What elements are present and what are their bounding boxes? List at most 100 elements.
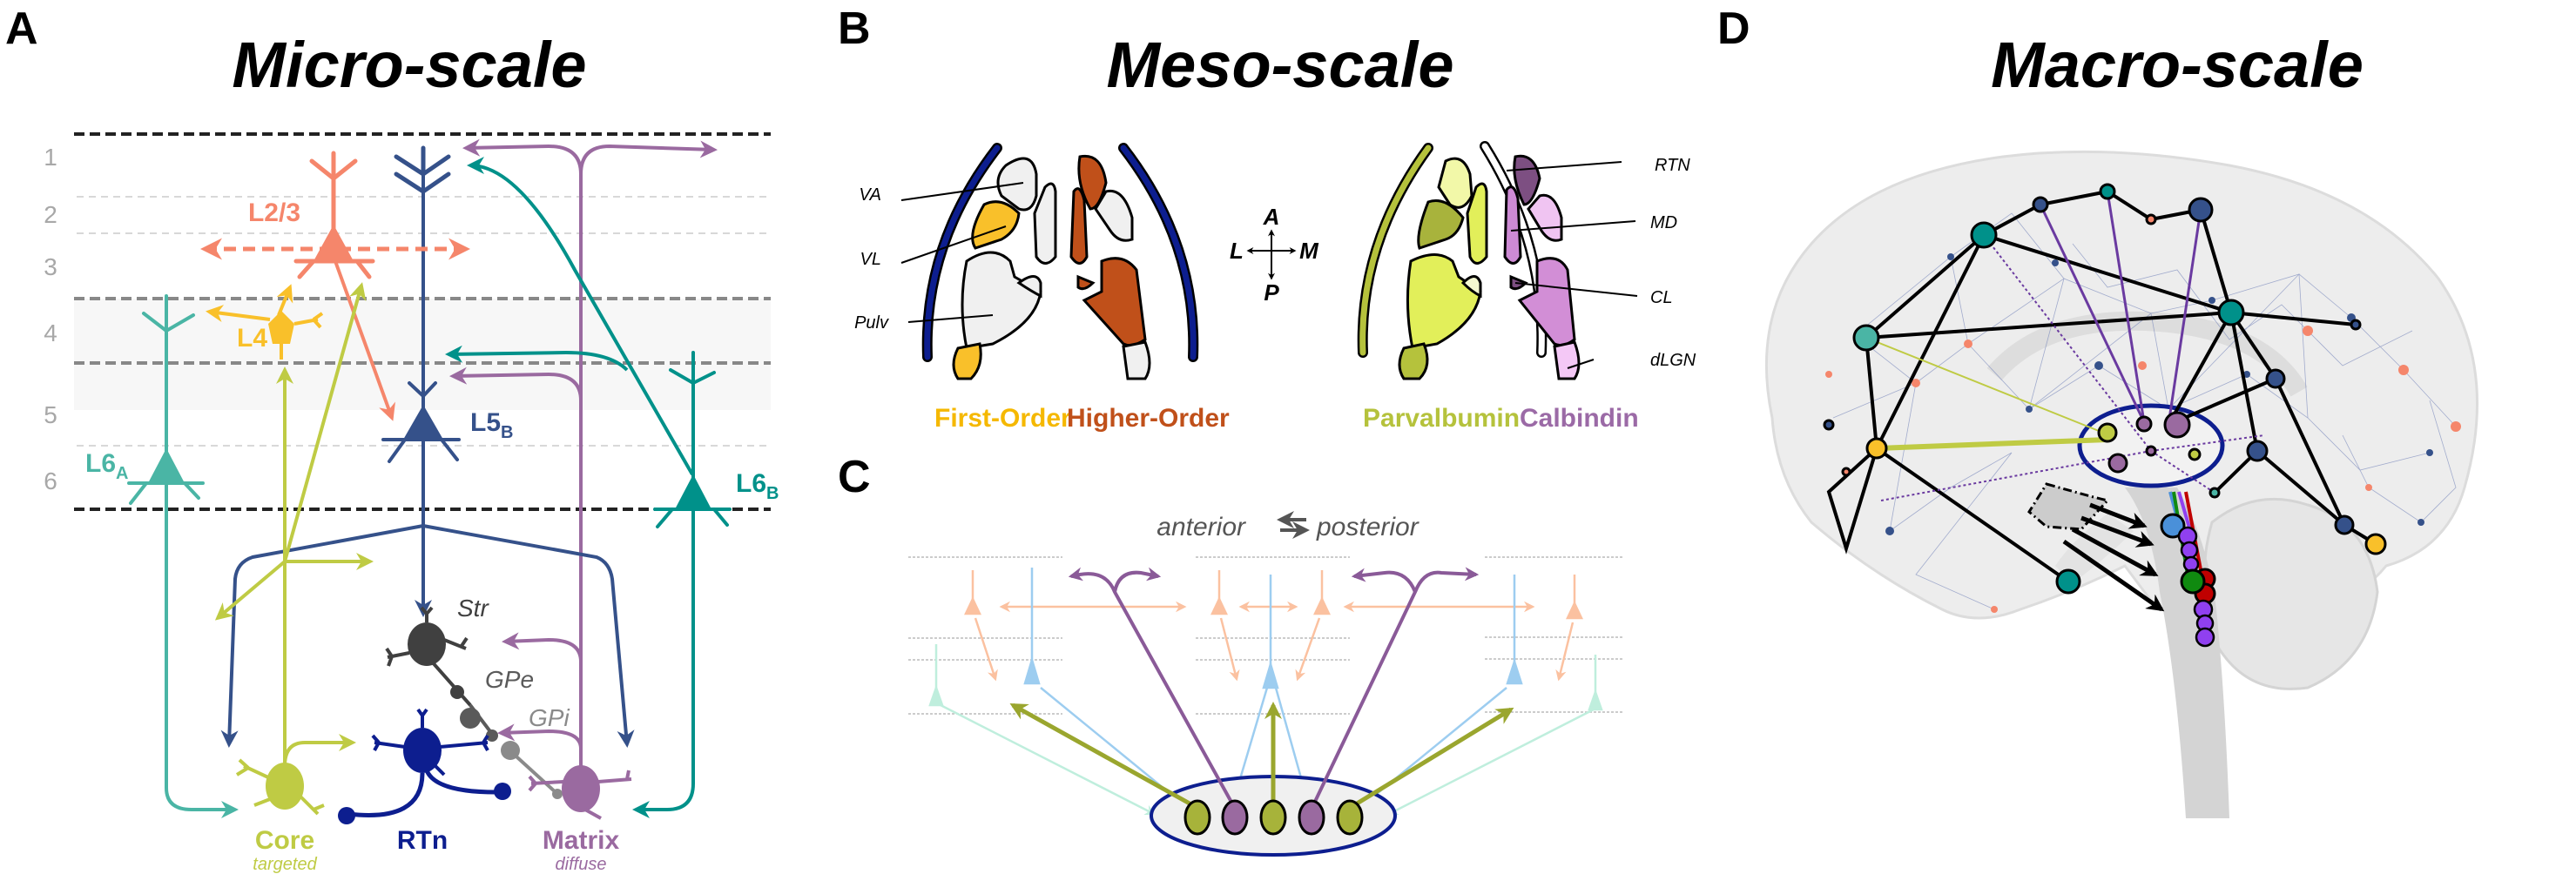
axis-posterior-label: posterior (1316, 513, 1419, 541)
l4-cell (206, 284, 324, 360)
nucleus-label-cl: CL (1650, 288, 1673, 307)
panel-b-letter: B (838, 3, 871, 54)
l4-label: L4 (237, 324, 267, 353)
hub-node (2032, 196, 2049, 213)
rtn-cell (338, 708, 511, 824)
gpe-label: GPe (485, 666, 534, 693)
l23-cell (200, 151, 470, 421)
matrix-sublabel: diffuse (556, 855, 607, 874)
hub-node (2208, 487, 2221, 499)
panel-d: D Macro-scale (1717, 3, 2479, 818)
core-sublabel: targeted (253, 855, 317, 874)
l5b-label: L5B (470, 408, 513, 442)
rtn-label: RTn (397, 826, 448, 855)
panel-c-letter: C (838, 452, 871, 502)
hub-node (2145, 213, 2157, 225)
l23-label: L2/3 (248, 198, 300, 227)
hub-node (2350, 319, 2362, 331)
hub-nodes (1823, 183, 2387, 595)
hub-node (1823, 419, 1835, 431)
panel-a-letter: A (5, 3, 38, 54)
cortical-columns (928, 568, 1603, 816)
panel-a: A Micro-scale 1 2 3 4 5 6 (5, 3, 779, 874)
core-axon (214, 282, 374, 775)
nucleus-label-vl: VL (860, 250, 881, 269)
gpi-label: GPi (529, 704, 570, 731)
matrix-label: Matrix (543, 826, 620, 855)
basal-ganglia: Str GPe GPi (385, 595, 570, 799)
panel-d-title: Macro-scale (1991, 29, 2364, 101)
thalamic-nodes (2097, 411, 2202, 474)
compass-medial: M (1299, 238, 1319, 264)
panel-b-legend: First-Order Higher-Order Parvalbumin Cal… (934, 404, 1639, 433)
l6b-cell (653, 351, 732, 528)
nucleus-label-dlgn: dLGN (1650, 351, 1696, 370)
background-nodes (1825, 253, 2461, 613)
thalamus-calcium-diagram (1357, 141, 1581, 380)
core-cell-c (1336, 799, 1364, 836)
hub-node (1852, 324, 1880, 352)
hub-node (2334, 514, 2355, 535)
panel-d-letter: D (1717, 3, 1750, 54)
l6b-label: L6B (736, 469, 779, 503)
panel-a-title: Micro-scale (232, 29, 586, 101)
legend-calbindin: Calbindin (1520, 404, 1639, 433)
matrix-cell-c (1221, 799, 1249, 836)
layer-label: 1 (44, 144, 57, 171)
swap-arrows-icon (1277, 511, 1310, 539)
blue-nucleus (2160, 513, 2186, 539)
panel-b: B Meso-scale VA VL Pulv (838, 3, 1696, 433)
legend-parvalbumin: Parvalbumin (1363, 404, 1520, 433)
orientation-compass: A P L M (1230, 204, 1319, 306)
layer-label: 3 (44, 253, 57, 280)
core-projections (1009, 702, 1514, 810)
layer-label: 5 (44, 401, 57, 428)
axis-anterior-label: anterior (1157, 513, 1246, 541)
l6b-axon (445, 157, 695, 818)
nucleus-label-pulv: Pulv (854, 313, 889, 333)
hub-node (1841, 467, 1851, 477)
compass-anterior: A (1263, 204, 1280, 230)
str-label: Str (457, 595, 489, 622)
hub-node (2188, 197, 2214, 223)
matrix-cell-c (1298, 799, 1325, 836)
brainstem-projection (2027, 482, 2216, 648)
core-cell-c (1259, 799, 1287, 836)
hub-node (2364, 533, 2387, 555)
matrix-projections (1068, 567, 1480, 806)
layer-label: 6 (44, 467, 57, 494)
thalamus-order-diagram (921, 143, 1199, 380)
hub-node (2265, 368, 2286, 389)
legend-higher-order: Higher-Order (1067, 404, 1230, 433)
hub-node (2217, 299, 2245, 326)
hub-node (2055, 568, 2081, 595)
legend-first-order: First-Order (934, 404, 1071, 433)
layer-label: 2 (44, 201, 57, 228)
matrix-cell (528, 765, 632, 820)
l5b-axon (220, 148, 635, 748)
hub-node (2246, 440, 2269, 462)
hub-node (1865, 437, 1888, 460)
layer-label: 4 (44, 319, 57, 346)
hub-node (1970, 221, 1998, 249)
matrix-axon (449, 138, 718, 766)
nucleus-label-rtn: RTN (1655, 156, 1690, 175)
core-cell (235, 758, 325, 816)
compass-posterior: P (1264, 279, 1279, 306)
core-cell-c (1183, 799, 1211, 836)
panel-c: C anterior posterior (838, 452, 1624, 857)
compass-lateral: L (1230, 238, 1244, 264)
nucleus-label-md: MD (1650, 213, 1677, 232)
l6a-cell (127, 294, 239, 818)
panel-b-title: Meso-scale (1107, 29, 1454, 101)
l6a-label: L6A (85, 449, 128, 483)
right-nuclei-leader-lines (1506, 161, 1638, 369)
thalamic-edges (1865, 191, 2265, 501)
panel-c-thalamic-cells (1183, 799, 1364, 836)
l5b-cell (381, 145, 461, 463)
hub-node (2099, 183, 2116, 200)
core-label: Core (255, 826, 314, 855)
nucleus-label-va: VA (859, 185, 881, 205)
left-nuclei-leader-lines (900, 182, 1024, 323)
